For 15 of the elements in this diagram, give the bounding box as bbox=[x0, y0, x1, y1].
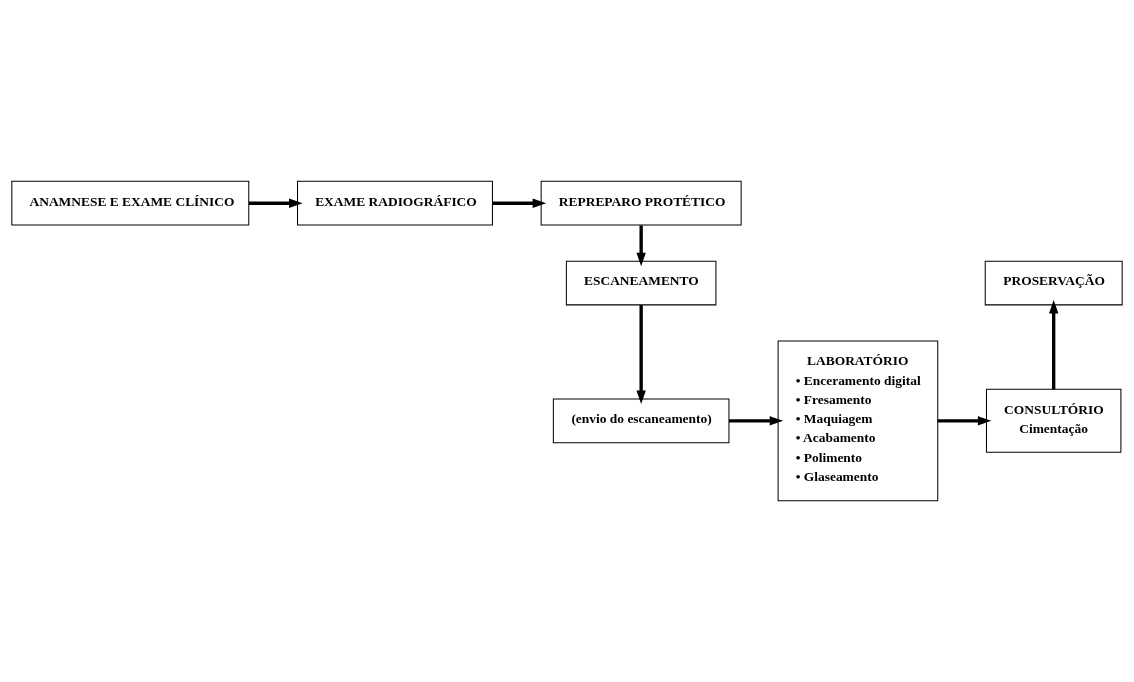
node-box: CONSULTÓRIO Cimentação bbox=[985, 388, 1122, 453]
node-box: ANAMNESE E EXAME CLÍNICO bbox=[11, 180, 250, 226]
arrow bbox=[1048, 300, 1059, 390]
arrow bbox=[636, 305, 646, 404]
arrow bbox=[492, 198, 547, 208]
node-box: EXAME RADIOGRÁFICO bbox=[297, 180, 493, 226]
node-box: ESCANEAMENTO bbox=[565, 260, 717, 306]
arrow bbox=[636, 225, 646, 267]
node-box: (envio do escaneamento) bbox=[552, 398, 730, 444]
arrow bbox=[729, 416, 784, 426]
node-box: PROSERVAÇÃO bbox=[984, 260, 1123, 306]
arrow bbox=[937, 416, 992, 426]
node-box: REPREPARO PROTÉTICO bbox=[540, 180, 742, 226]
node-box: LABORATÓRIO • Enceramento digital • Fresamento • Maquiagem • Acabamento • Polimento • Glaseamento bbox=[777, 340, 939, 502]
arrow bbox=[248, 198, 303, 208]
